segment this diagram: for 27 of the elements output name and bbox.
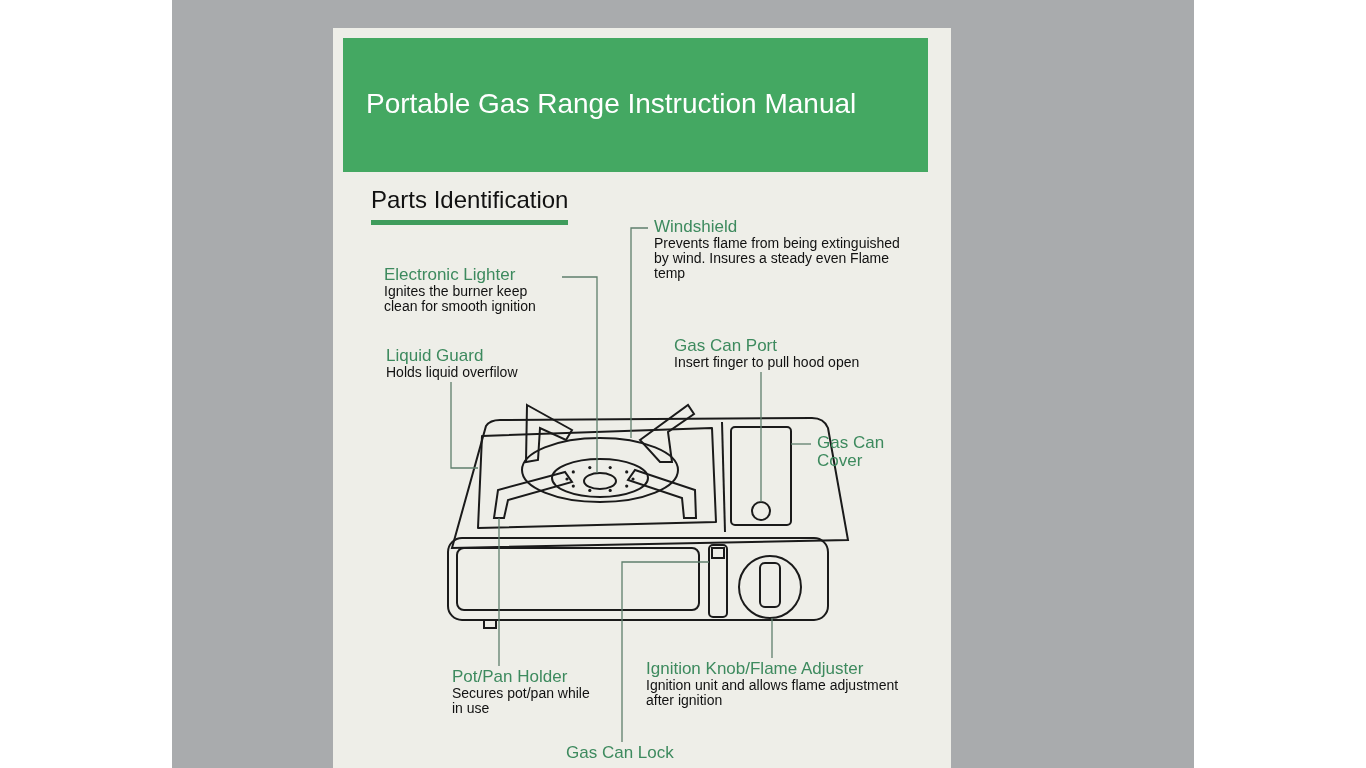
leader-line [498, 517, 500, 667]
part-name: Ignition Knob/Flame Adjuster [646, 660, 865, 678]
title: Portable Gas Range Instruction Manual [366, 88, 857, 120]
leader-line [450, 381, 479, 469]
leader-line [630, 227, 649, 439]
part-description: Secures pot/pan while in use [452, 686, 591, 716]
part-description: Holds liquid overfilow [386, 365, 519, 380]
leader-line [790, 443, 812, 445]
control-knob [738, 555, 802, 619]
leader-line [760, 371, 762, 503]
part-name: Windshield [654, 218, 739, 236]
part-description: Ignites the burner keep clean for smooth ignition [384, 284, 537, 314]
drip-tray [477, 427, 717, 529]
lock-slider [708, 544, 728, 618]
part-description: Ignition unit and allows flame adjustment after ignition [646, 678, 900, 708]
part-name: Pot/Pan Holder [452, 668, 569, 686]
part-name: Electronic Lighter [384, 266, 517, 284]
leader-line [621, 561, 710, 743]
part-name: Gas Can Lock [566, 744, 674, 762]
part-description: Insert finger to pull hood open [674, 355, 861, 370]
part-name: Gas Can Port [674, 337, 778, 355]
leader-line [771, 617, 773, 659]
cover-panel [730, 426, 792, 526]
part-name: Liquid Guard [386, 347, 485, 365]
part-description: Prevents flame from being extinguished by wind. Insures a steady even Flame temp [654, 236, 901, 281]
section-heading: Parts Identification [371, 186, 569, 225]
leader-line [561, 276, 598, 474]
